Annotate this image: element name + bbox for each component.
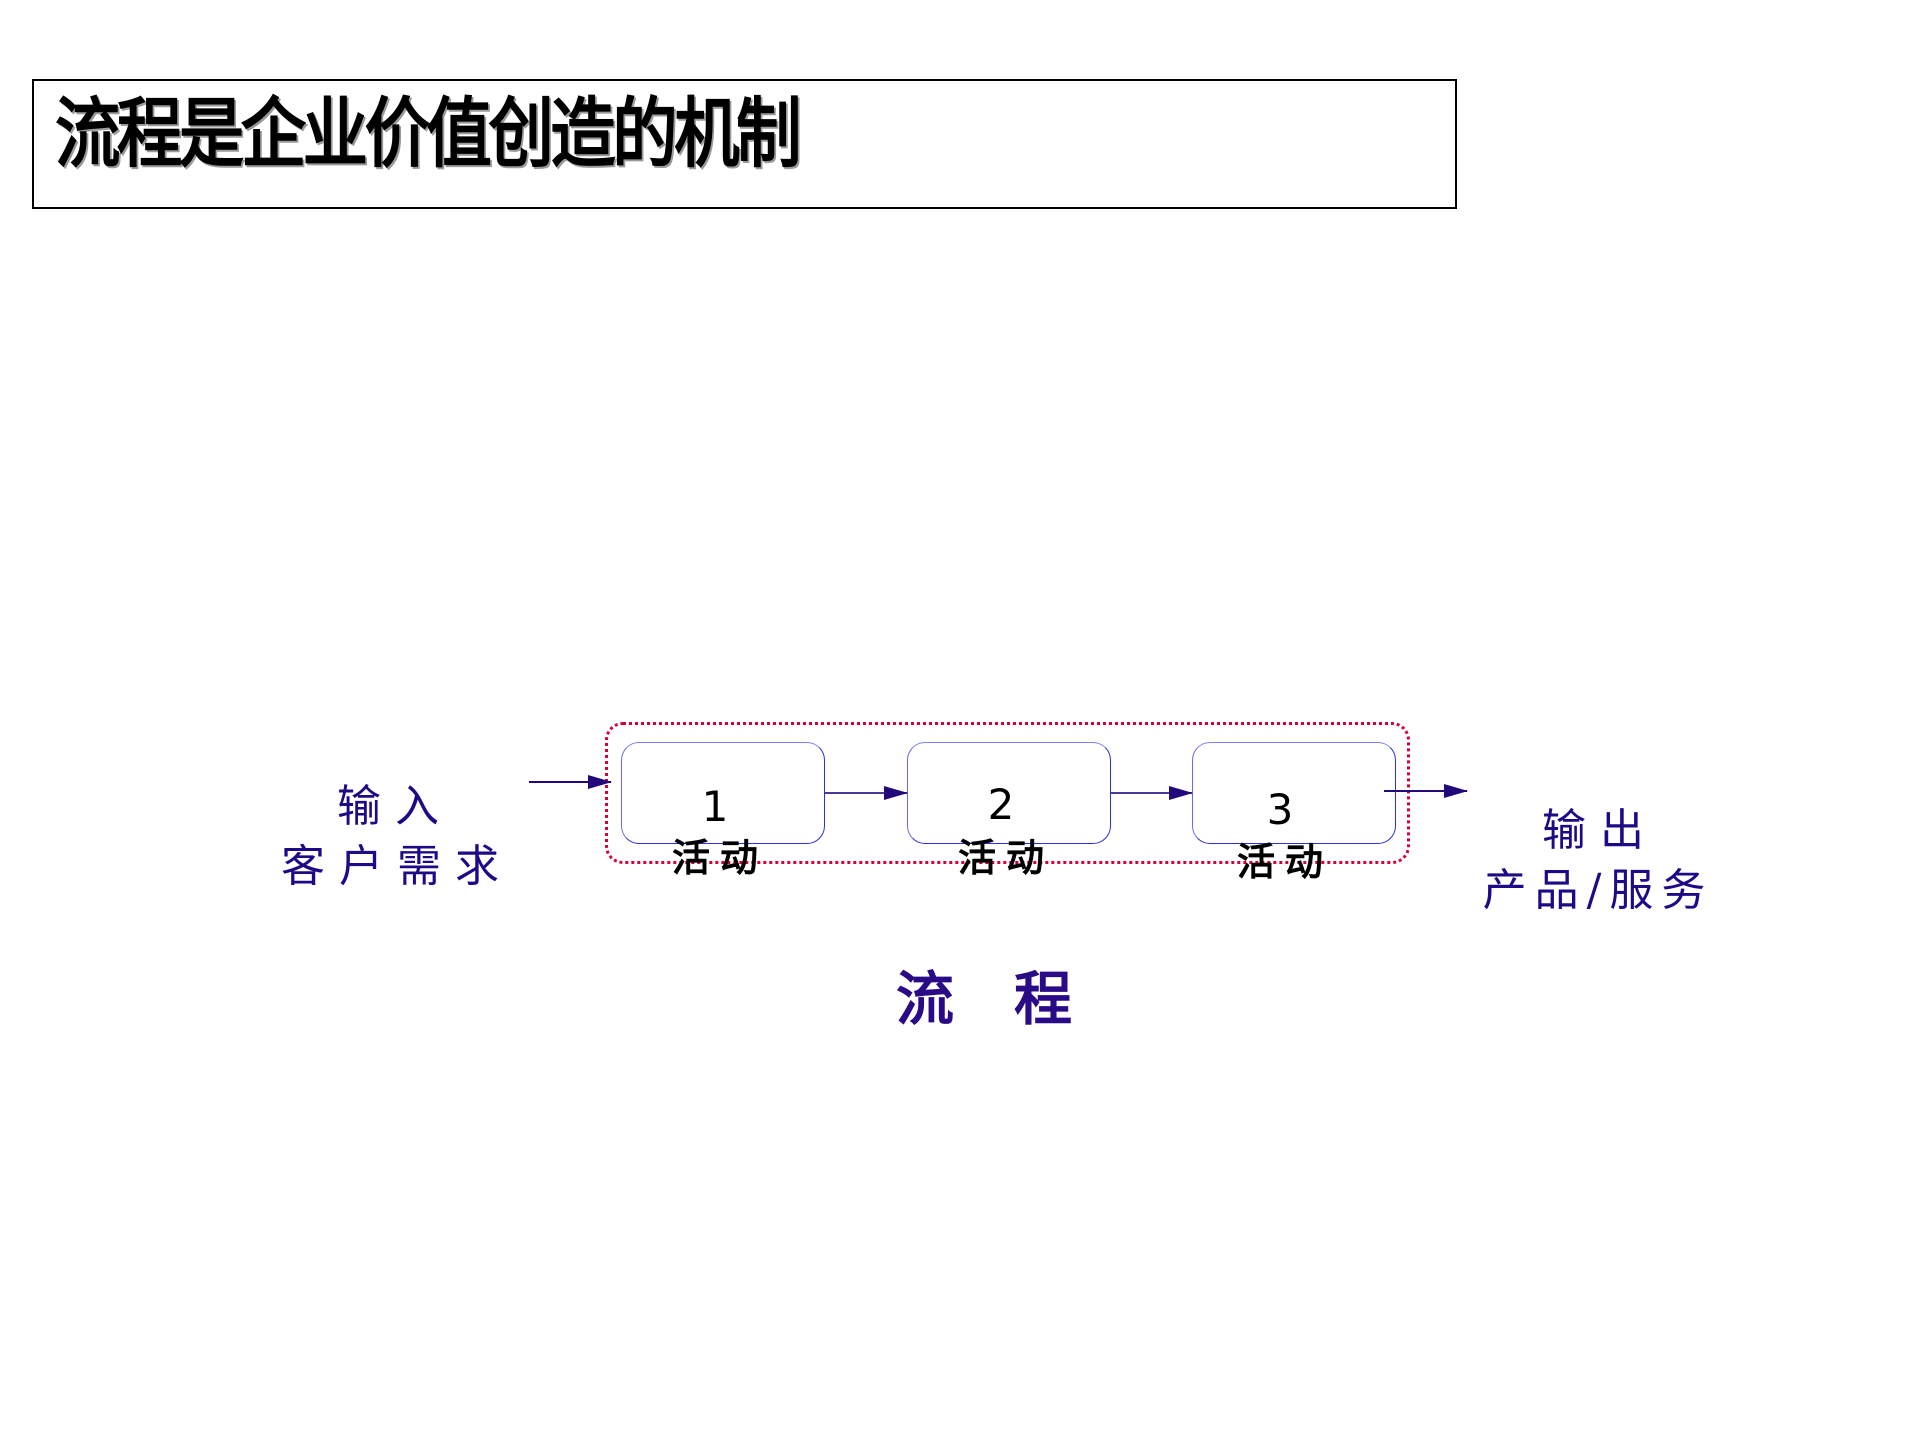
activity-box-1 bbox=[621, 742, 825, 844]
output-label: 输出 bbox=[1525, 802, 1675, 860]
input-detail: 客户需求 bbox=[272, 838, 522, 896]
title-box: 流程是企业价值创造的机制 bbox=[32, 79, 1457, 209]
activity-label-3: 活动 bbox=[1236, 839, 1333, 884]
activity-number-3: 3 bbox=[1266, 785, 1294, 834]
activity-number-1: 1 bbox=[701, 782, 729, 831]
process-boundary-frame bbox=[605, 722, 1410, 864]
input-customer-demand: 客户需求 bbox=[281, 841, 513, 892]
output-product-service: 产品/服务 bbox=[1482, 865, 1714, 916]
input-title: 输入 bbox=[337, 781, 453, 832]
activity-label-2: 活动 bbox=[957, 835, 1054, 880]
activity-label-1: 活动 bbox=[671, 835, 768, 880]
activity-number-2: 2 bbox=[987, 780, 1015, 829]
output-detail: 产品/服务 bbox=[1458, 862, 1738, 920]
input-label: 输入 bbox=[320, 778, 470, 836]
page-title: 流程是企业价值创造的机制 bbox=[55, 89, 801, 178]
output-title: 输出 bbox=[1542, 805, 1658, 856]
process-caption: 流程 bbox=[896, 965, 1133, 1033]
